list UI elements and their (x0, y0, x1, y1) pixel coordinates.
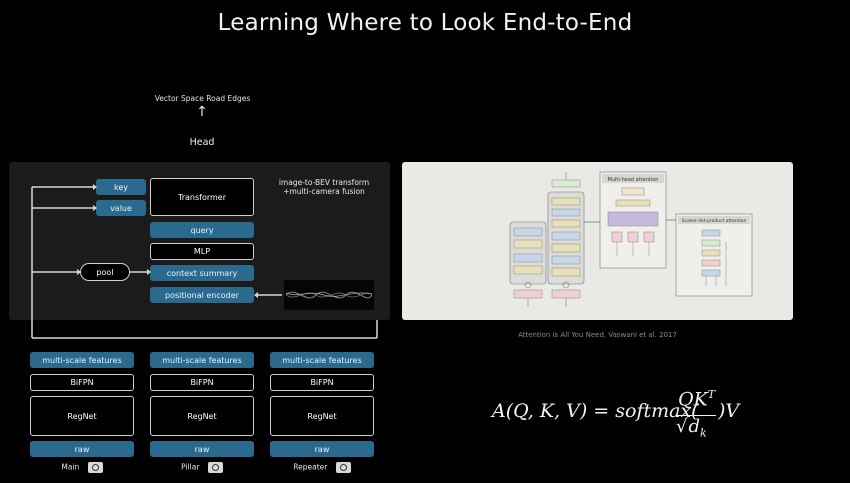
regnet-box-main: RegNet (30, 396, 134, 436)
bifpn-box-repeater: BiFPN (270, 374, 374, 391)
raw-box-pillar: raw (150, 441, 254, 457)
formula-rhs: )V (718, 400, 740, 422)
output-label: Vector Space Road Edges (154, 94, 251, 103)
camera-icon (207, 462, 223, 473)
regnet-box-pillar: RegNet (150, 396, 254, 436)
transformer-architecture-diagram: Multi-head attention Scaled dot-product … (509, 171, 753, 307)
formula-superscript: T (707, 388, 716, 401)
key-box: key (96, 179, 146, 195)
camera-icon (335, 462, 351, 473)
formula-numerator: QKT (678, 388, 715, 410)
fusion-description-line1: image-to-BEV transform (278, 178, 370, 187)
scaled-dot-product-label: Scaled dot-product attention (682, 218, 747, 224)
camera-name-pillar: Pillar (181, 462, 200, 472)
head-label: Head (189, 137, 215, 148)
camera-name-repeater: Repeater (293, 462, 328, 472)
positional-encoding-wave-image (284, 280, 374, 310)
value-box: value (96, 200, 146, 216)
formula-subscript: k (700, 426, 707, 440)
multi-scale-features-box-repeater: multi-scale features (270, 352, 374, 368)
camera-icon (87, 462, 103, 473)
camera-pillar: Pillar (150, 462, 254, 473)
slide-title: Learning Where to Look End-to-End (217, 10, 633, 36)
attention-formula: A(Q, K, V) = softmax( QKT √dk )V (492, 388, 782, 444)
formula-lhs: A(Q, K, V) = softmax( (492, 400, 699, 422)
fusion-description-line2: +multi-camera fusion (283, 187, 365, 196)
multi-scale-features-box-pillar: multi-scale features (150, 352, 254, 368)
bifpn-box-main: BiFPN (30, 374, 134, 391)
raw-box-repeater: raw (270, 441, 374, 457)
multi-scale-features-box-main: multi-scale features (30, 352, 134, 368)
camera-name-main: Main (61, 462, 80, 472)
multihead-label: Multi-head attention (608, 177, 659, 183)
pool-box: pool (80, 263, 130, 281)
bifpn-box-pillar: BiFPN (150, 374, 254, 391)
formula-denominator-text: dk (687, 415, 708, 440)
formula-numerator-text: QK (678, 388, 708, 411)
raw-box-main: raw (30, 441, 134, 457)
up-arrow-icon: ↑ (196, 104, 208, 120)
formula-denominator: √dk (676, 415, 708, 440)
regnet-box-repeater: RegNet (270, 396, 374, 436)
fusion-description: image-to-BEV transform +multi-camera fus… (265, 178, 383, 196)
transformer-box: Transformer (150, 178, 254, 216)
fraction-bar (676, 415, 716, 416)
paper-caption: Attention is All You Need, Vaswani et al… (518, 331, 677, 339)
query-box: query (150, 222, 254, 238)
camera-repeater: Repeater (270, 462, 374, 473)
positional-encoder-box: positional encoder (150, 287, 254, 303)
camera-main: Main (30, 462, 134, 473)
context-summary-box: context summary (150, 265, 254, 281)
sqrt-symbol-icon: √ (676, 416, 688, 437)
mlp-box: MLP (150, 243, 254, 260)
